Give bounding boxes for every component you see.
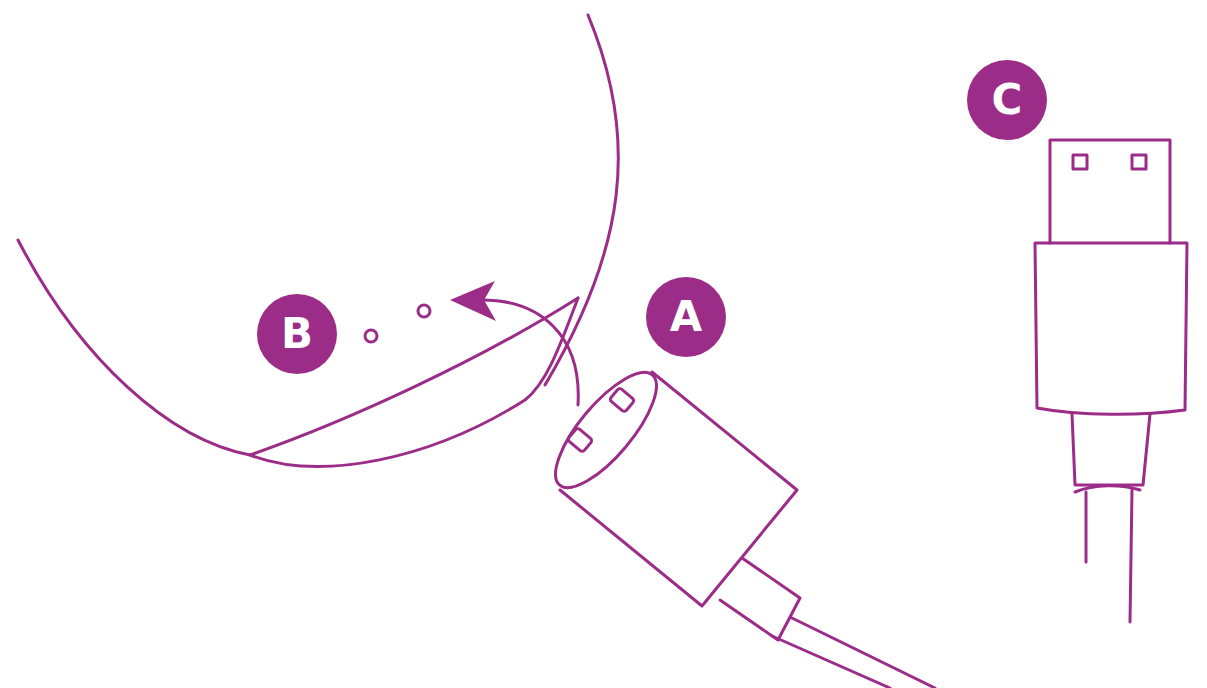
- callout-badge: A: [646, 277, 726, 357]
- contact: [365, 330, 377, 342]
- contact: [418, 305, 430, 317]
- cable: [1086, 490, 1132, 622]
- direction-arrow: [450, 281, 578, 405]
- connector-face: [540, 358, 672, 502]
- usb-plug: [1035, 140, 1187, 622]
- arrow-shaft: [482, 300, 578, 405]
- cable: [772, 618, 935, 688]
- charging-contacts: [365, 305, 430, 342]
- callout-letter: A: [670, 296, 703, 338]
- usb-head: [1050, 140, 1170, 243]
- device-outline: [18, 15, 618, 466]
- usb-neck: [1072, 414, 1150, 485]
- usb-slot: [1132, 155, 1146, 169]
- device-band: [250, 298, 578, 466]
- connector-pin: [609, 387, 635, 412]
- device-body: [18, 240, 578, 455]
- magnetic-connector: [540, 358, 935, 688]
- cable-collar: [720, 558, 800, 640]
- usb-neck-edge: [1075, 486, 1140, 492]
- callout-badge: C: [967, 60, 1047, 140]
- arrow-head: [450, 281, 496, 321]
- usb-body: [1035, 243, 1187, 414]
- connector-pin: [567, 427, 593, 452]
- callout-badge: B: [257, 294, 337, 374]
- usb-slot: [1073, 155, 1087, 169]
- callout-letter: B: [281, 313, 313, 355]
- callout-letter: C: [992, 79, 1023, 121]
